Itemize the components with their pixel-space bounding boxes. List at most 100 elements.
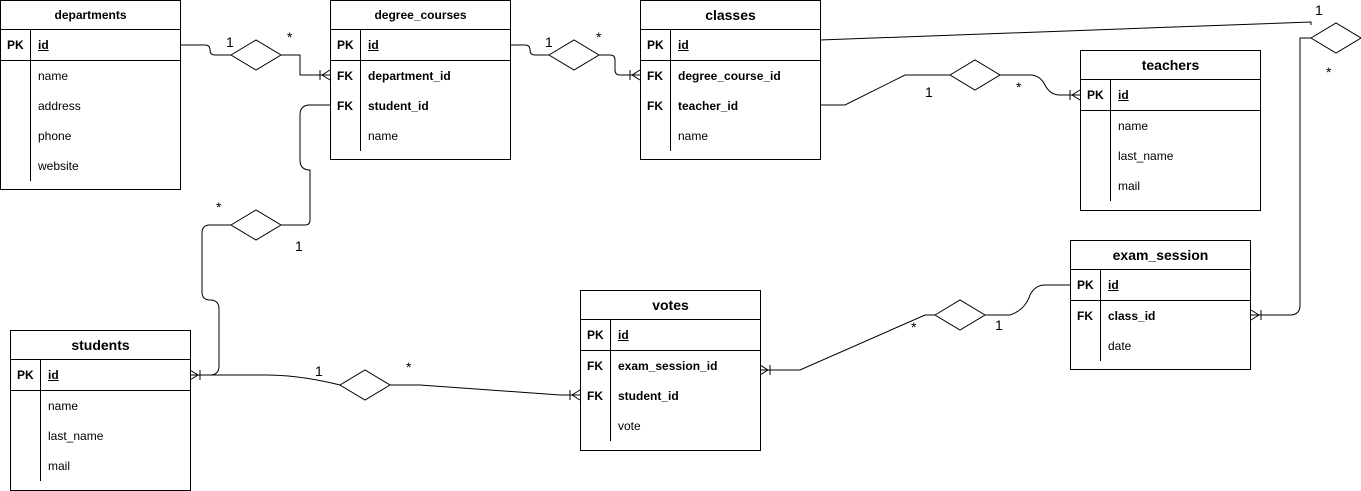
field-name: department_id (368, 69, 451, 83)
table-title: exam_session (1071, 241, 1250, 270)
table-row: name (1081, 111, 1260, 141)
cardinality-many: * (406, 359, 412, 375)
table-row: name (11, 391, 190, 421)
cardinality-many: * (596, 29, 602, 45)
rel-classes-teachers (820, 59, 1081, 106)
cardinality-one: 1 (295, 238, 303, 254)
column-divider (30, 30, 31, 181)
key-type: FK (1077, 309, 1093, 323)
field-name: last_name (1118, 149, 1174, 163)
table-title: votes (581, 291, 760, 320)
key-type: PK (1077, 278, 1094, 292)
column-divider (40, 360, 41, 481)
relationship-diamond (230, 209, 282, 241)
table-row: vote (581, 411, 760, 441)
key-type: PK (1087, 88, 1104, 102)
field-name: exam_session_id (618, 359, 718, 373)
field-name: student_id (368, 99, 429, 113)
table-title: students (11, 331, 190, 360)
column-divider (670, 30, 671, 151)
cardinality-many: * (287, 29, 293, 45)
rel-classes-exam-session (819, 21, 1361, 321)
key-type: FK (587, 389, 603, 403)
cardinality-many: * (911, 319, 917, 335)
crowfoot-marker (759, 364, 771, 376)
crowfoot-marker (1069, 89, 1081, 101)
table-title: departments (1, 1, 180, 30)
table-row: last_name (1081, 141, 1260, 171)
key-type: FK (647, 99, 663, 113)
field-name: id (618, 328, 629, 342)
field-name: name (38, 69, 69, 83)
rel-students-votes (190, 369, 581, 401)
relationship-diamond (230, 39, 282, 71)
cardinality-one: 1 (545, 34, 553, 50)
field-name: name (678, 129, 709, 143)
key-type: FK (337, 69, 353, 83)
table-title: degree_courses (331, 1, 510, 30)
key-type: PK (7, 38, 24, 52)
table-row: FK teacher_id (641, 91, 820, 121)
cardinality-one: 1 (925, 84, 933, 100)
cardinality-one: 1 (1315, 2, 1323, 18)
cardinality-many: * (216, 199, 222, 215)
field-name: teacher_id (678, 99, 739, 113)
field-name: last_name (48, 429, 104, 443)
cardinality-one: 1 (315, 363, 323, 379)
table-row: last_name (11, 421, 190, 451)
relationship-diamond (934, 299, 986, 331)
table-row: name (331, 121, 510, 151)
key-type: FK (337, 99, 353, 113)
key-type: FK (587, 359, 603, 373)
rel-degree-courses-students (189, 104, 330, 381)
field-name: name (1118, 119, 1149, 133)
key-type: PK (587, 328, 604, 342)
table-title: classes (641, 1, 820, 30)
key-type: PK (647, 38, 664, 52)
field-name: vote (618, 419, 641, 433)
table-row: FK department_id (331, 61, 510, 91)
table-students: students PK id name last_name mail (10, 330, 191, 491)
table-row: PK id (581, 320, 760, 351)
cardinality-many: * (1326, 64, 1332, 80)
field-name: address (38, 99, 81, 113)
key-type: FK (647, 69, 663, 83)
column-divider (1110, 80, 1111, 201)
field-name: website (38, 159, 79, 173)
relationship-diamond (949, 59, 1001, 91)
crowfoot-marker (569, 389, 581, 401)
relationship-diamond (339, 369, 391, 401)
rel-exam-session-votes (759, 284, 1070, 376)
field-name: id (368, 38, 379, 52)
table-row: mail (11, 451, 190, 481)
crowfoot-marker (1250, 309, 1262, 321)
field-name: mail (1118, 179, 1141, 193)
table-row: FK student_id (331, 91, 510, 121)
table-row: mail (1081, 171, 1260, 201)
relationship-diamond (1310, 22, 1361, 54)
field-name: date (1108, 339, 1132, 353)
key-type: PK (17, 368, 34, 382)
table-title: teachers (1081, 51, 1260, 80)
cardinality-one: 1 (226, 34, 234, 50)
table-row: PK id (11, 360, 190, 391)
column-divider (610, 320, 611, 441)
crowfoot-marker (319, 69, 331, 81)
field-name: id (48, 368, 59, 382)
cardinality-many: * (1016, 79, 1022, 95)
rel-departments-degree-courses (180, 39, 331, 81)
field-name: phone (38, 129, 72, 143)
column-divider (360, 30, 361, 151)
